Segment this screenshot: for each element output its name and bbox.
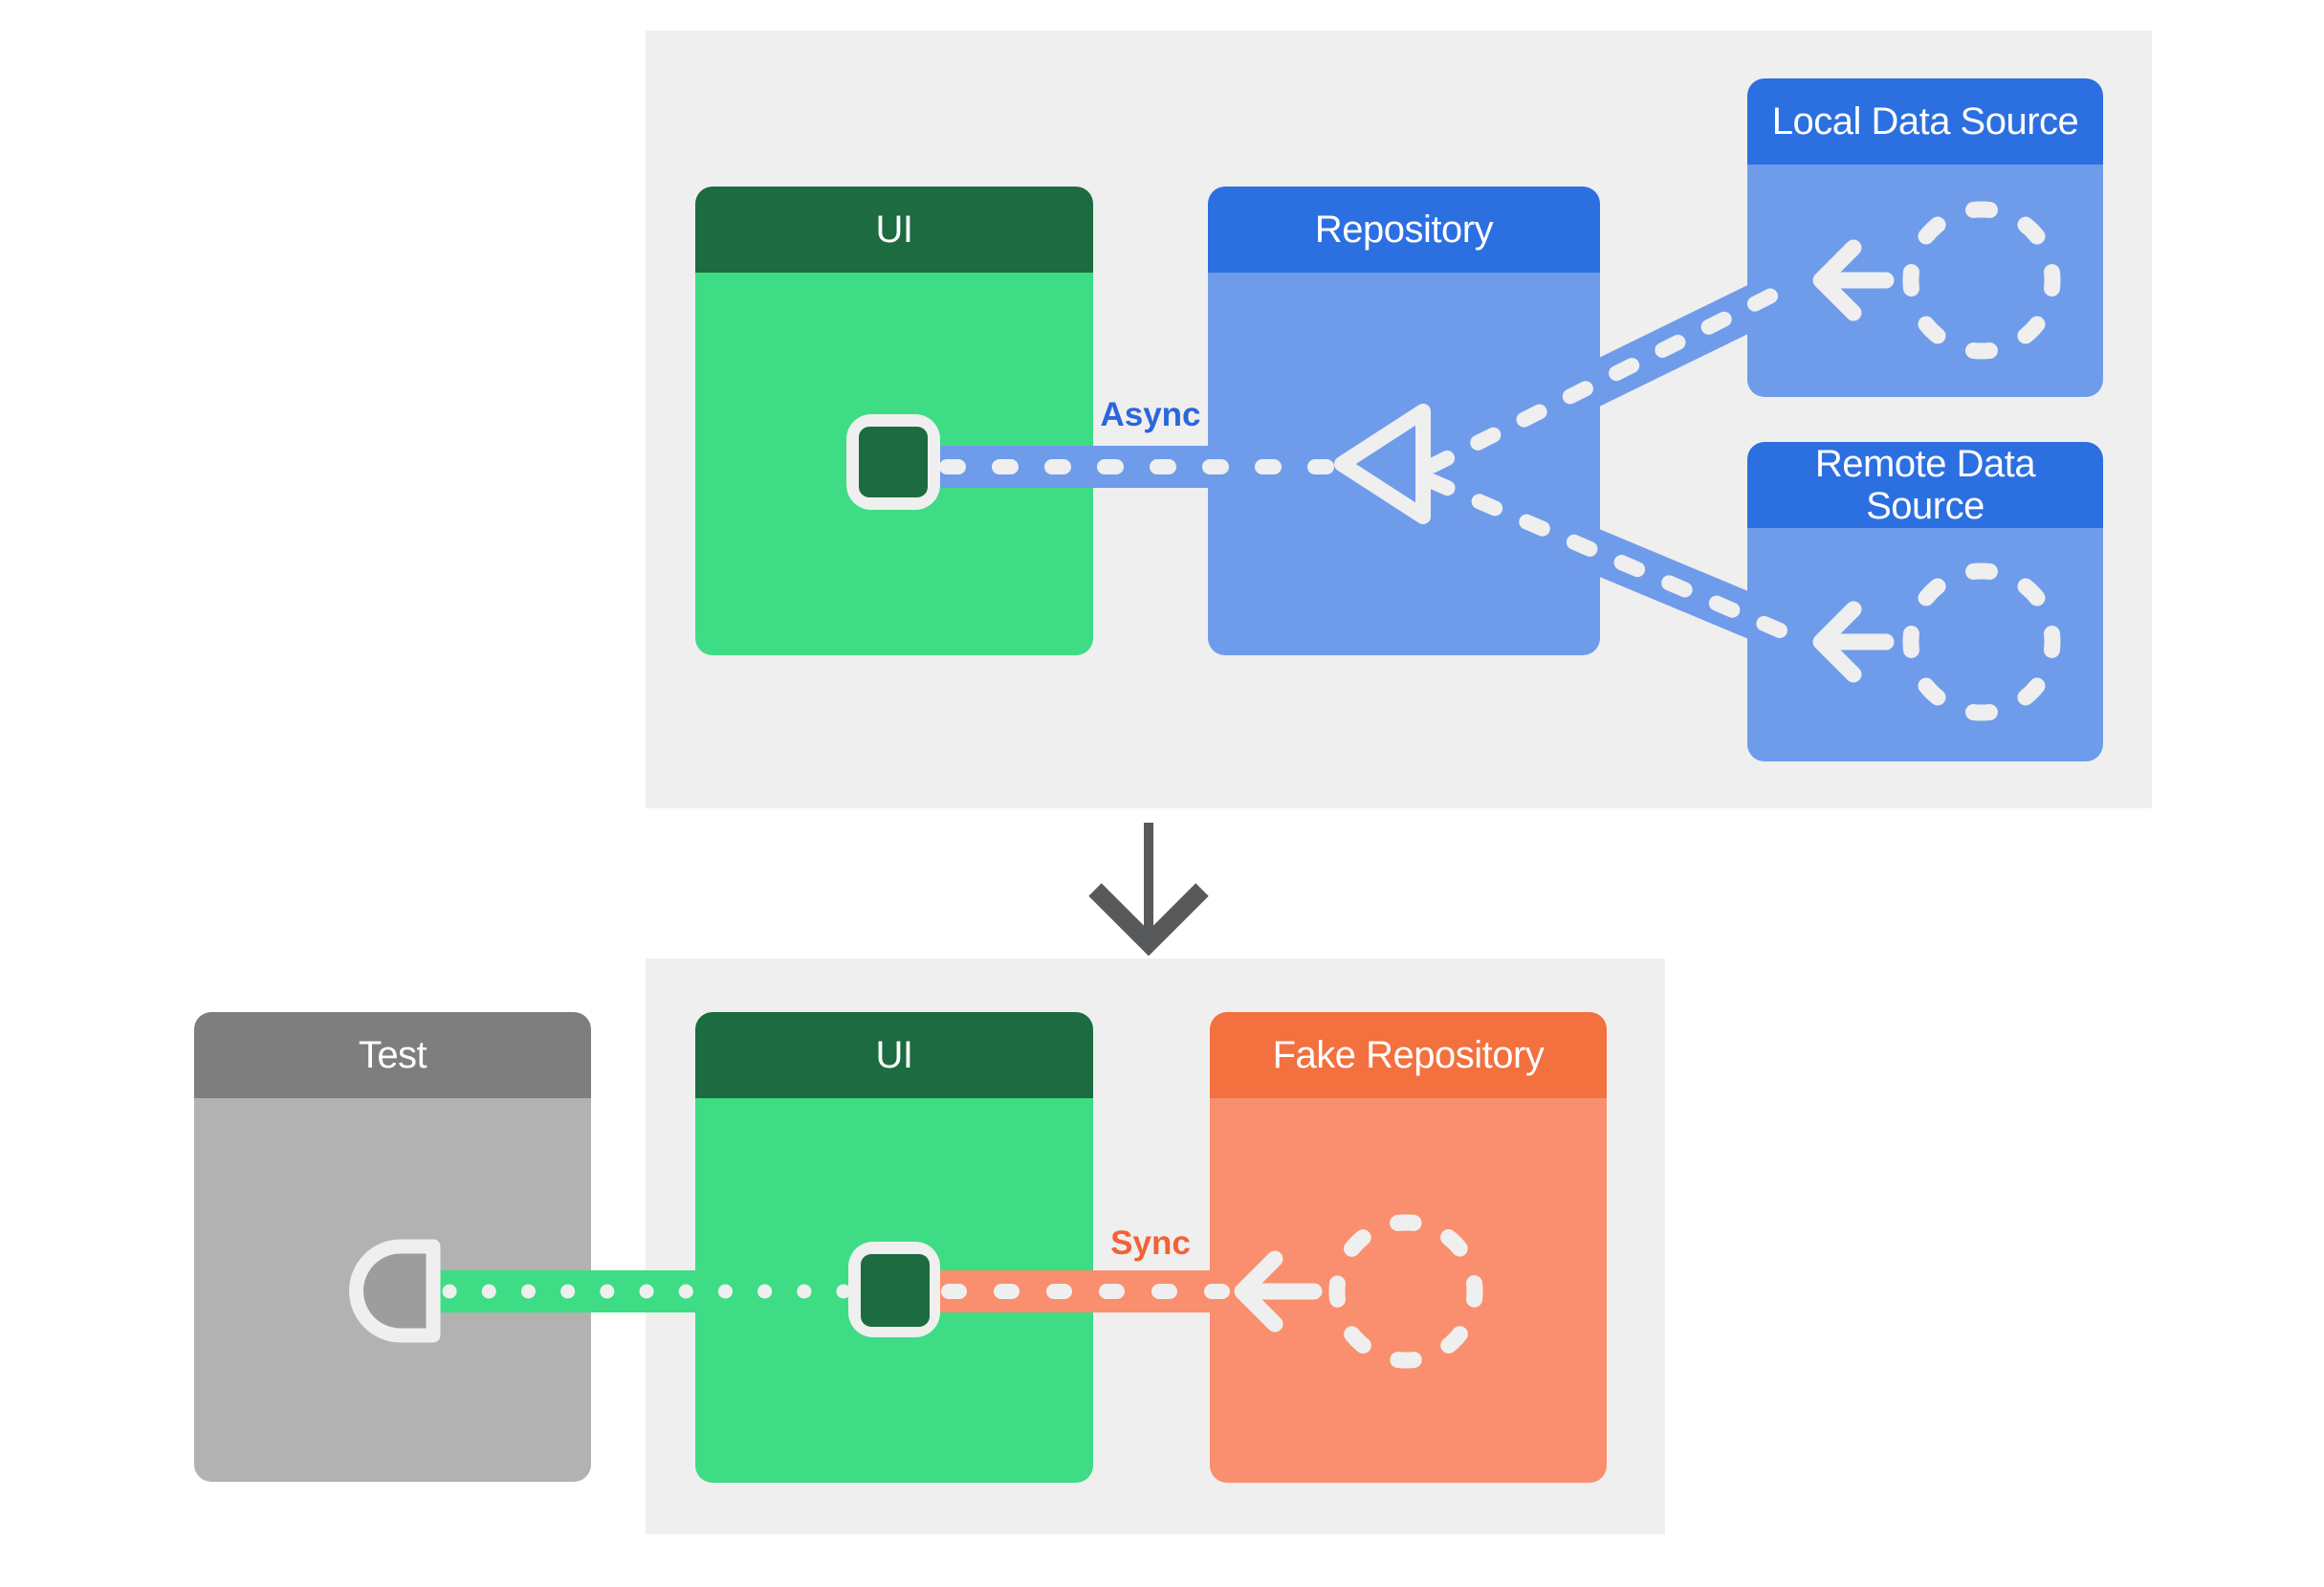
local-data-source-box: Local Data Source: [1747, 78, 2103, 397]
fake-repository-title: Fake Repository: [1210, 1012, 1607, 1098]
repository-box-body: [1208, 273, 1600, 655]
ui-box-bottom-body: [695, 1098, 1093, 1483]
down-arrow-icon: [1088, 823, 1209, 957]
remote-data-source-title: Remote Data Source: [1747, 442, 2103, 528]
ui-box-top-title: UI: [695, 187, 1093, 273]
test-box-title: Test: [194, 1012, 591, 1098]
local-data-source-body: [1747, 165, 2103, 397]
async-label: Async: [1100, 396, 1201, 433]
local-data-source-title: Local Data Source: [1747, 78, 2103, 165]
ui-box-bottom-title: UI: [695, 1012, 1093, 1098]
test-box-body: [194, 1098, 591, 1482]
repository-box: Repository: [1208, 187, 1600, 655]
remote-data-source-body: [1747, 528, 2103, 761]
repository-box-title: Repository: [1208, 187, 1600, 273]
ui-box-top: UI: [695, 187, 1093, 655]
remote-data-source-box: Remote Data Source: [1747, 442, 2103, 761]
test-box: Test: [194, 1012, 591, 1482]
sync-label: Sync: [1110, 1224, 1191, 1262]
fake-repository-body: [1210, 1098, 1607, 1483]
fake-repository-box: Fake Repository: [1210, 1012, 1607, 1483]
ui-box-bottom: UI: [695, 1012, 1093, 1483]
ui-box-top-body: [695, 273, 1093, 655]
